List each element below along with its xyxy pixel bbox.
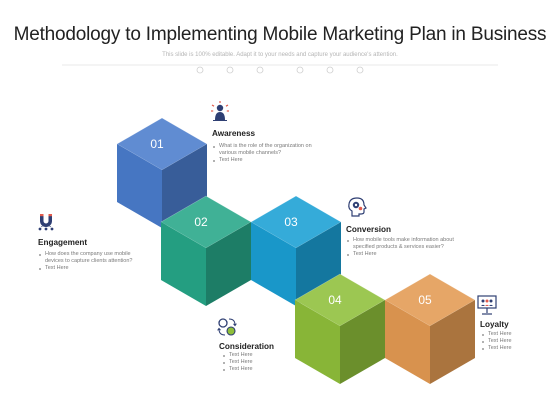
bullet-item: Text Here — [38, 265, 150, 272]
bullet-item: Text Here — [222, 359, 302, 366]
cube-label: 05 — [418, 293, 432, 307]
magnet-people-icon — [36, 211, 58, 233]
bullet-item: Text Here — [481, 345, 551, 352]
cube-label: 03 — [284, 215, 298, 229]
step-title: Conversion — [346, 225, 392, 234]
cycle-arrows-icon — [216, 316, 238, 338]
cube-04: 04 — [290, 273, 390, 384]
step-title: Engagement — [38, 238, 88, 247]
step-bullets: How mobile tools make information about … — [346, 237, 476, 258]
bullet-item: What is the role of the organization on … — [212, 143, 330, 157]
cube-02: 02 — [156, 195, 256, 306]
cube-label: 04 — [328, 293, 342, 307]
cube-03: 03 — [246, 195, 346, 306]
bullet-item: How does the company use mobile devices … — [38, 251, 150, 265]
bullet-item: Text Here — [346, 251, 476, 258]
step-title: Consideration — [219, 342, 275, 351]
step-bullets: Text Here Text Here Text Here — [222, 352, 302, 373]
bullet-item: Text Here — [212, 157, 330, 164]
bullet-item: How mobile tools make information about … — [346, 237, 476, 251]
presentation-board-icon — [476, 294, 498, 316]
cube-01: 01 — [112, 117, 212, 228]
step-title: Awareness — [212, 129, 256, 138]
step-bullets: How does the company use mobile devices … — [38, 251, 150, 272]
title-divider — [62, 64, 498, 74]
cube-label: 01 — [150, 137, 164, 151]
cube-label: 02 — [194, 215, 208, 229]
head-gears-icon — [346, 196, 368, 218]
bullet-item: Text Here — [222, 366, 302, 373]
step-bullets: What is the role of the organization on … — [212, 143, 330, 164]
slide-subtitle: This slide is 100% editable. Adapt it to… — [162, 52, 398, 58]
cube-05: 05 — [380, 273, 480, 384]
bullet-item: Text Here — [222, 352, 302, 359]
person-spotlight-icon — [209, 100, 231, 122]
bullet-item: Text Here — [481, 338, 551, 345]
slide-title: Methodology to Implementing Mobile Marke… — [13, 24, 547, 45]
bullet-item: Text Here — [481, 331, 551, 338]
step-bullets: Text Here Text Here Text Here — [481, 331, 551, 352]
step-title: Loyalty — [480, 320, 509, 329]
